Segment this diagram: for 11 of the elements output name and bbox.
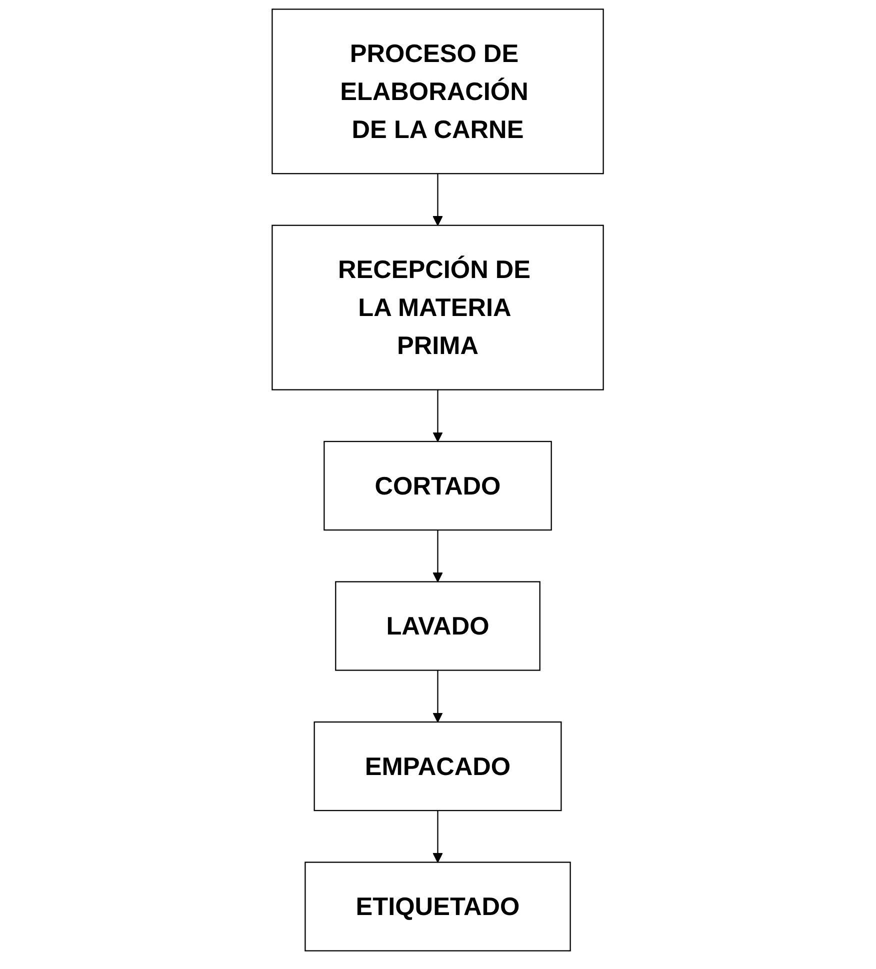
arrow	[432, 174, 444, 226]
node-box: PROCESO DE ELABORACIÓN DE LA CARNE	[272, 8, 604, 174]
arrow	[432, 670, 444, 722]
node-box: ETIQUETADO	[304, 862, 572, 952]
node-box: EMPACADO	[314, 721, 562, 812]
node-box: CORTADO	[324, 440, 552, 531]
node-box: RECEPCIÓN DE LA MATERIA PRIMA	[272, 224, 604, 390]
arrow	[432, 390, 444, 442]
node-box: LAVADO	[335, 581, 541, 671]
arrow	[432, 530, 444, 582]
arrow	[432, 810, 444, 863]
